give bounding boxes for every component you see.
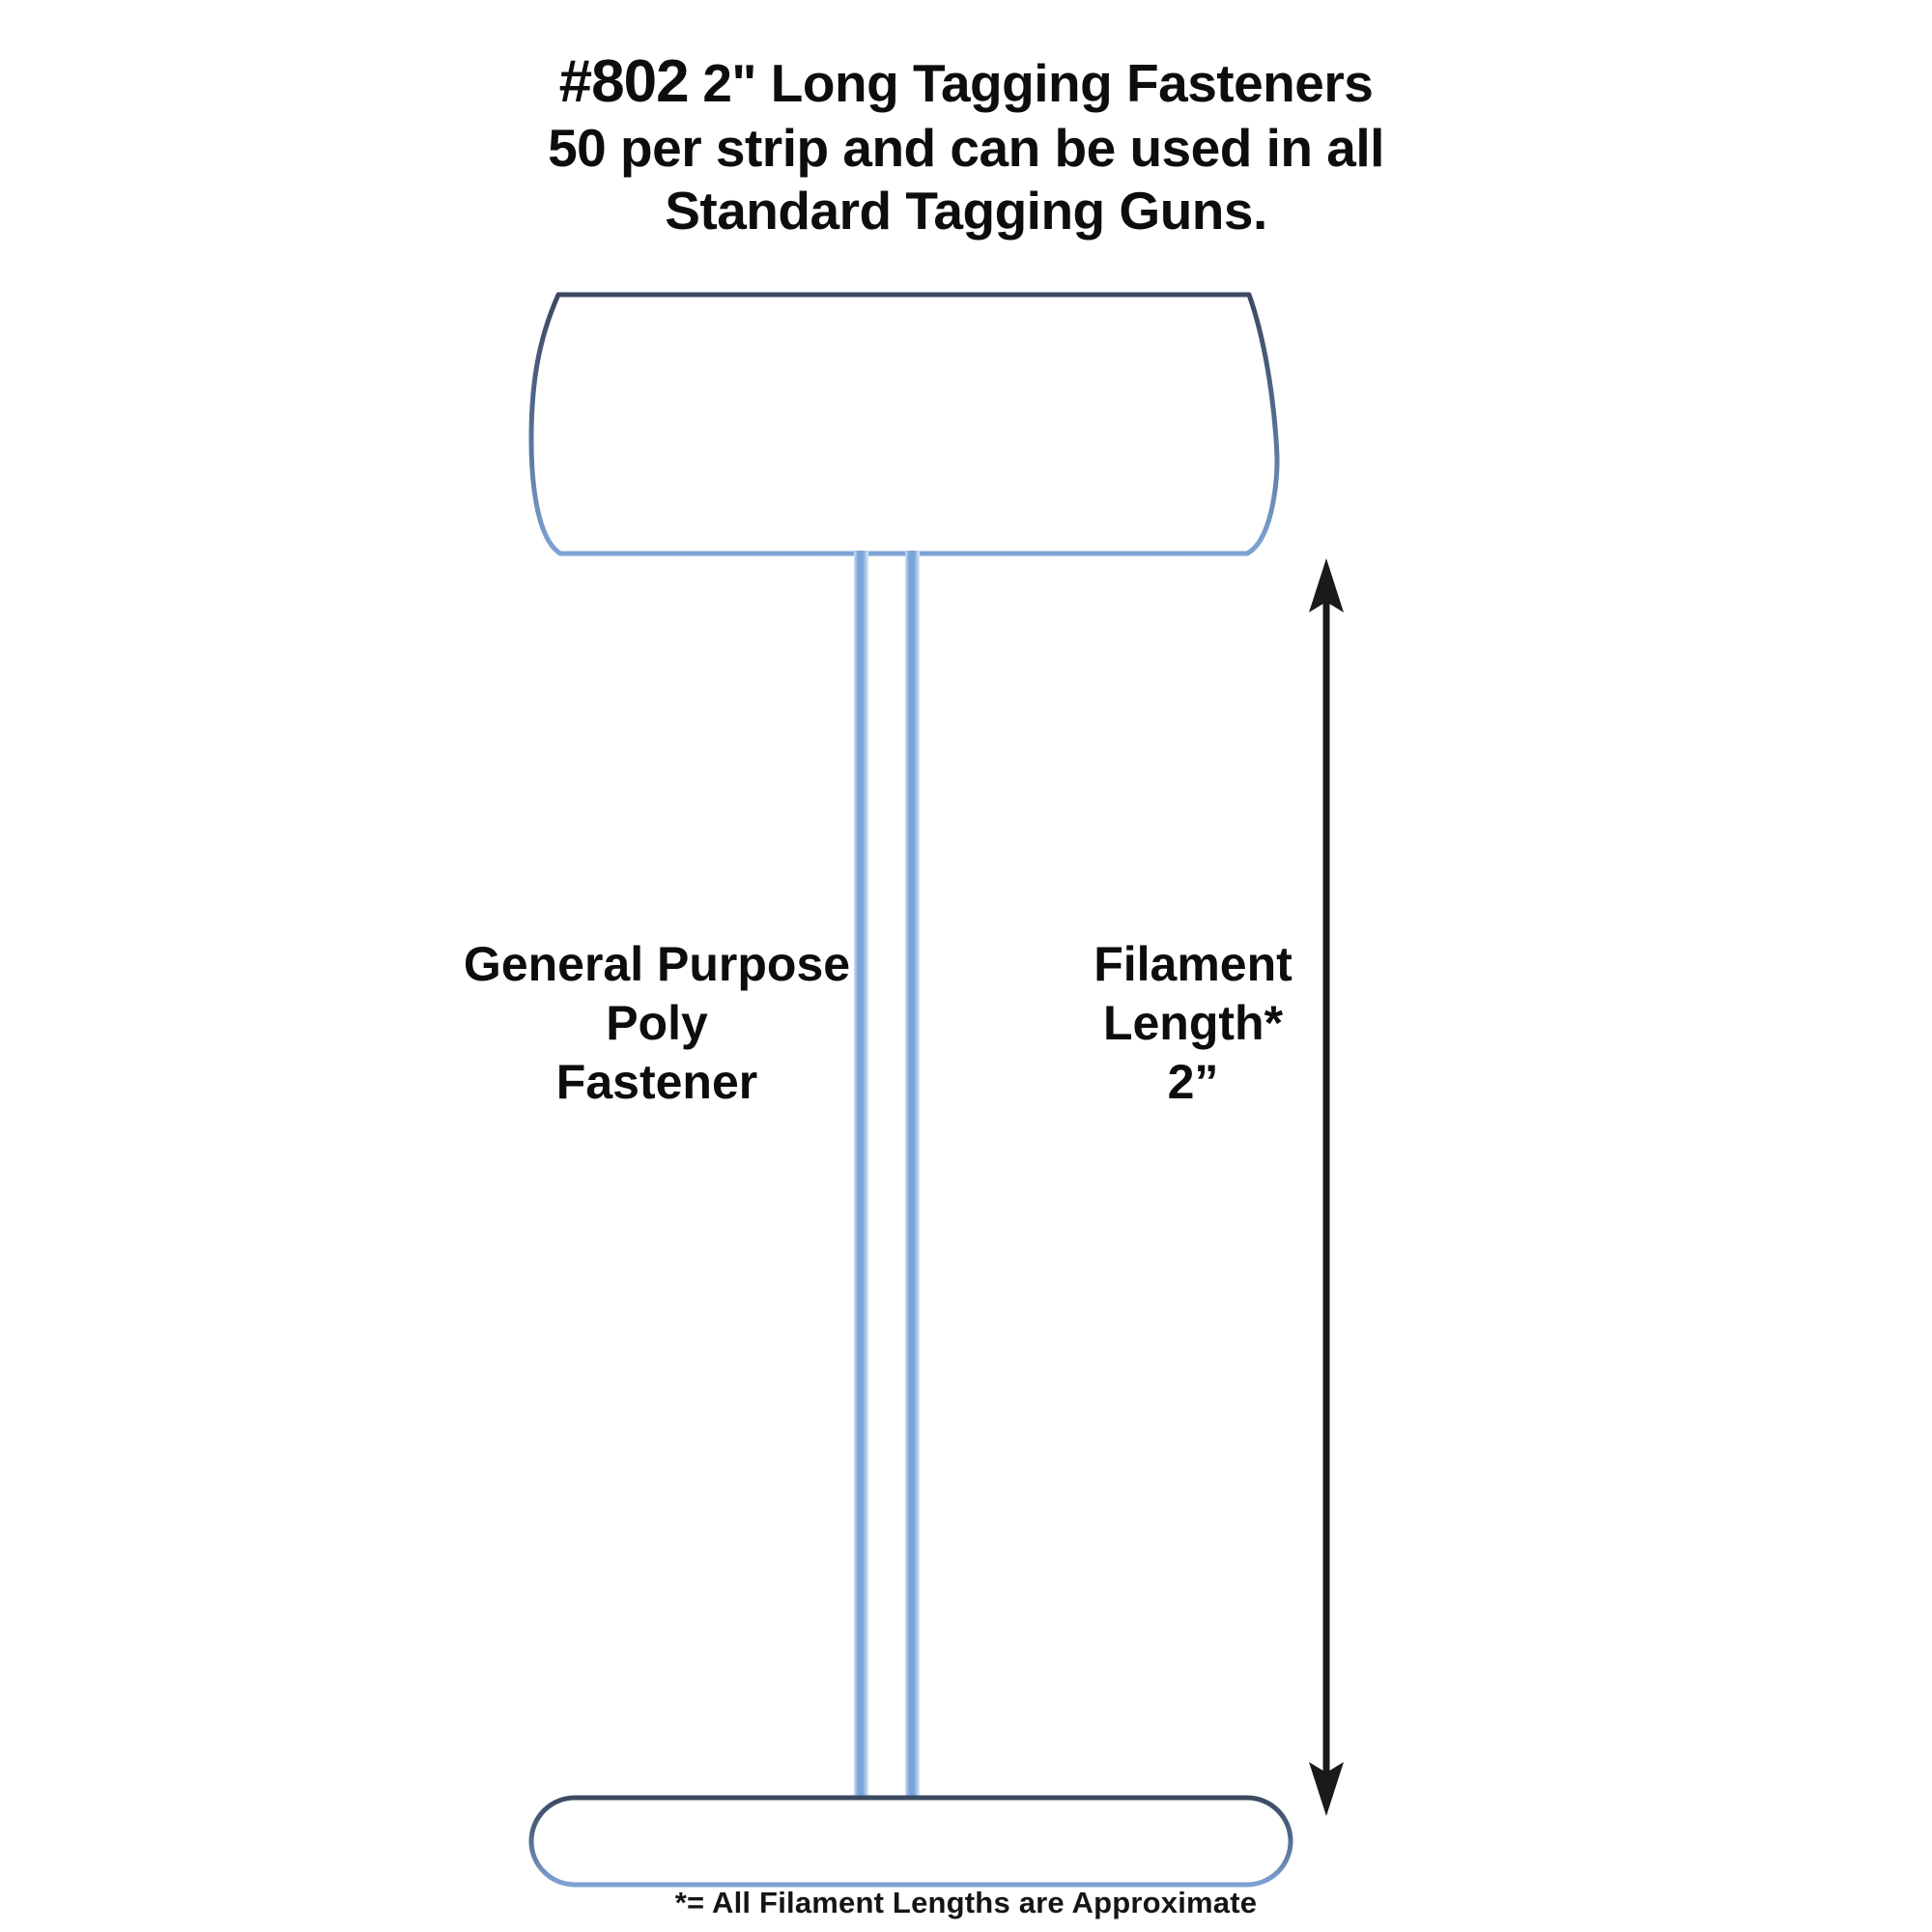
bottom-crossbar-pill [528,1795,1293,1888]
top-crossbar-paddle [528,292,1280,556]
filament-strand-left [854,551,868,1806]
title-line-1-rest: 2" Long Tagging Fasteners [702,53,1374,113]
filament-label-line-2: Length* [1102,996,1284,1050]
filament-label-line-1: Filament [1094,937,1293,991]
filament-label-line-3: 2” [1167,1055,1219,1109]
fastener-type-label: General Purpose Poly Fastener [415,935,898,1112]
fastener-label-line-1: General Purpose [463,937,851,991]
filament-strand-right [905,551,920,1806]
title-line-3: Standard Tagging Guns. [665,181,1267,242]
page-title: #802 2" Long Tagging Fasteners 50 per st… [0,46,1932,242]
filament-length-dimension-arrow [1309,558,1344,1816]
arrow-head-down [1309,1762,1344,1816]
footnote-approximate-lengths: *= All Filament Lengths are Approximate [674,1886,1258,1919]
fastener-label-line-3: Fastener [555,1055,758,1109]
title-line-1: #802 2" Long Tagging Fasteners [0,46,1932,117]
filament-length-label: Filament Length* 2” [1034,935,1352,1112]
fastener-label-line-2: Poly [606,996,708,1050]
product-sku: #802 [558,48,690,115]
title-line-2: 50 per strip and can be used in all [548,118,1384,179]
arrow-head-up [1309,558,1344,612]
